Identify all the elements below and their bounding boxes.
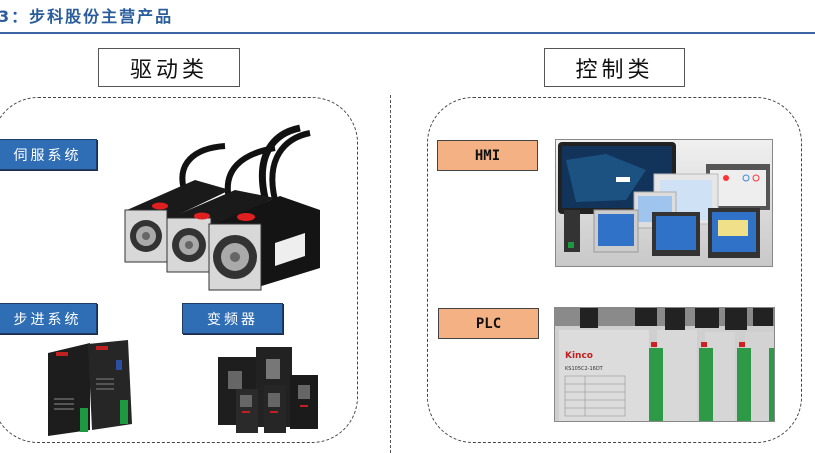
product-label-plc: PLC bbox=[438, 308, 539, 339]
title-rule bbox=[0, 32, 815, 34]
category-control-heading: 控制类 bbox=[544, 48, 685, 87]
hmi-panels-image bbox=[555, 139, 773, 267]
figure-title: 3：步科股份主营产品 bbox=[0, 7, 174, 26]
product-label-inverter: 变频器 bbox=[182, 303, 283, 334]
stepper-drivers-image bbox=[40, 338, 140, 438]
drive-category-region bbox=[0, 97, 358, 443]
plc-brand-text: Kinco bbox=[565, 351, 593, 361]
frequency-inverters-image bbox=[212, 343, 322, 435]
product-label-hmi: HMI bbox=[437, 140, 538, 171]
product-label-stepper: 步进系统 bbox=[0, 303, 97, 334]
section-divider bbox=[390, 95, 391, 453]
category-drive-heading: 驱动类 bbox=[98, 48, 240, 87]
servo-motors-image bbox=[115, 118, 325, 298]
plc-model-text: KS105C2-16DT bbox=[565, 366, 604, 372]
product-label-servo: 伺服系统 bbox=[0, 139, 97, 170]
control-category-region bbox=[427, 97, 802, 443]
plc-modules-image: Kinco KS105C2-16DT bbox=[554, 307, 775, 422]
